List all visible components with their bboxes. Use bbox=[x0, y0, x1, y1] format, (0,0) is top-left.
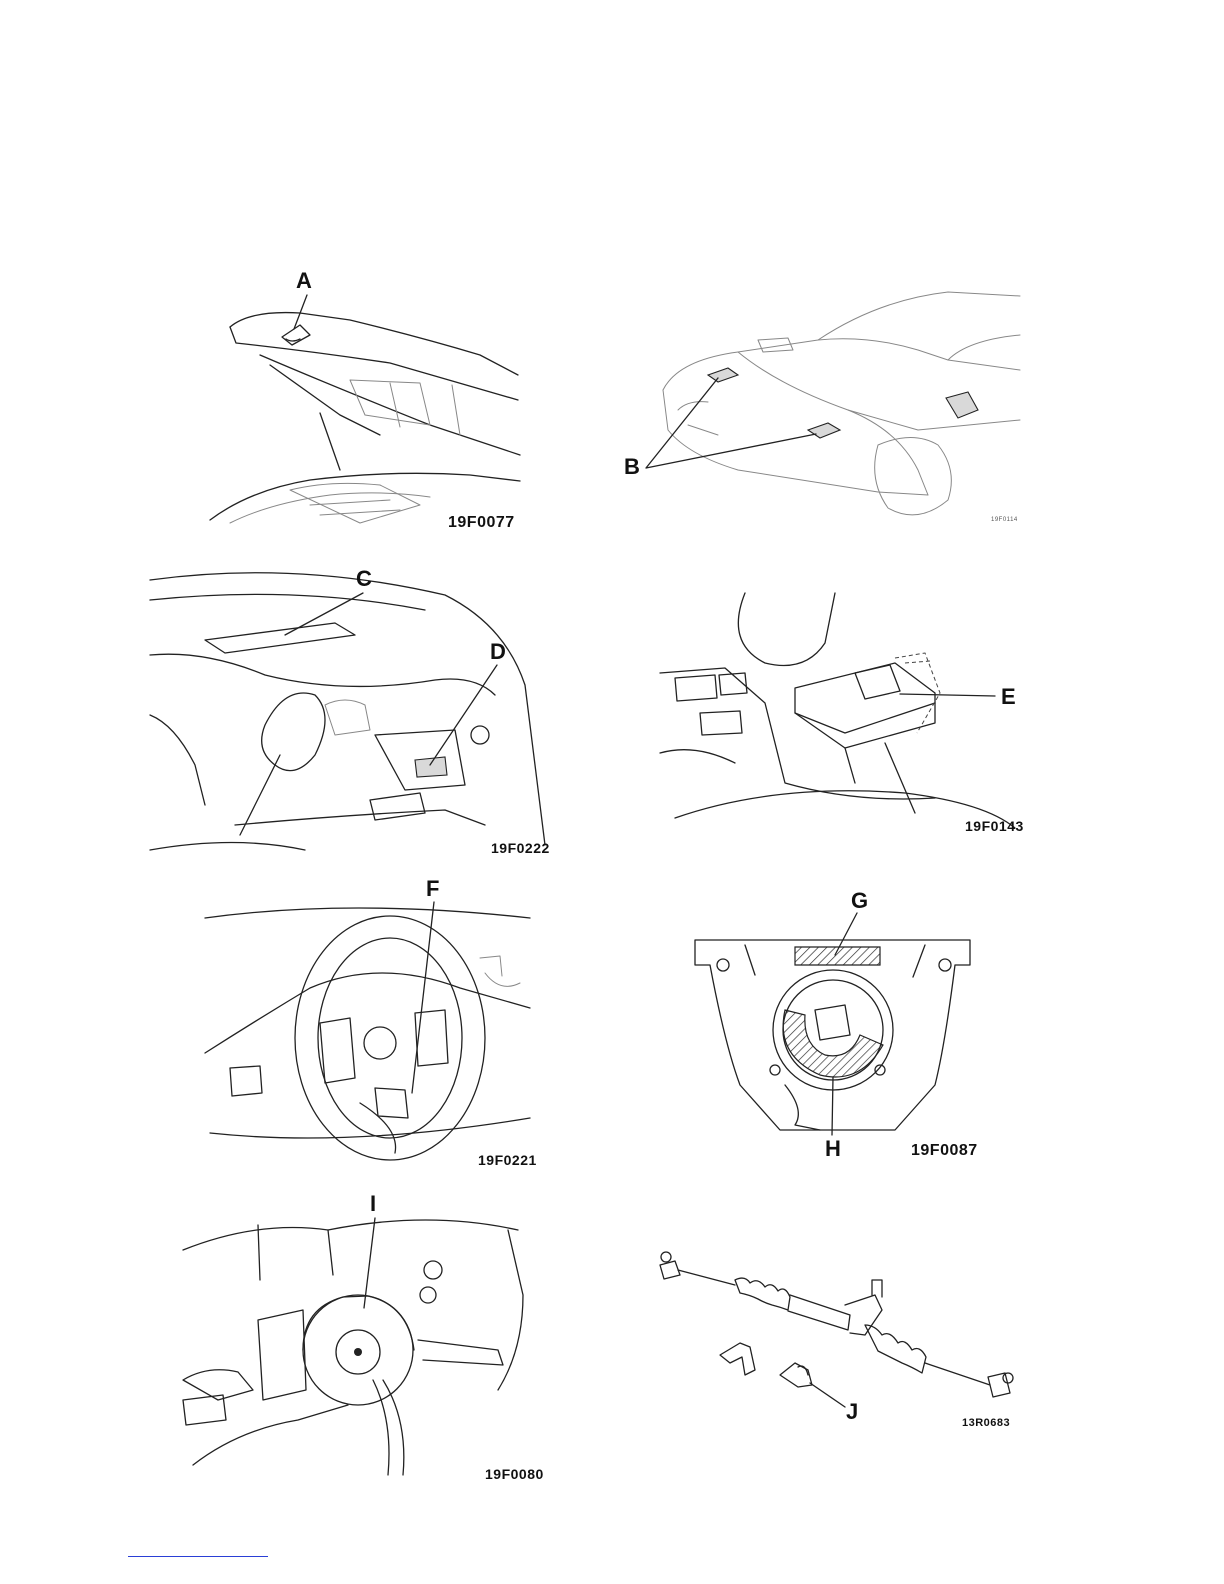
callout-leaders-cd bbox=[145, 565, 550, 855]
footer-link-line[interactable] bbox=[128, 1556, 268, 1557]
callout-leader-i bbox=[178, 1190, 546, 1480]
figure-dashboard: C D 19F0222 bbox=[145, 565, 550, 855]
callout-leader-f bbox=[200, 878, 545, 1170]
figure-code-j: 13R0683 bbox=[962, 1418, 1010, 1429]
figure-steering-rack: J 13R0683 bbox=[650, 1235, 1025, 1435]
callout-leader-e bbox=[655, 583, 1025, 833]
figure-code-gh: 19F0087 bbox=[911, 1143, 978, 1159]
figure-steering-wheel: F 19F0221 bbox=[200, 878, 545, 1170]
callout-leader-a bbox=[190, 265, 530, 535]
callout-leaders-b bbox=[618, 280, 1028, 530]
figure-code-e: 19F0143 bbox=[965, 819, 1024, 833]
figure-car-latches: B 19F0114 bbox=[618, 280, 1028, 530]
figure-code-i: 19F0080 bbox=[485, 1467, 544, 1480]
figure-hood-latch: A 19F0077 bbox=[190, 265, 530, 535]
figure-code-f: 19F0221 bbox=[478, 1153, 537, 1167]
figure-code-a: 19F0077 bbox=[448, 515, 515, 531]
figure-clock-spring: I 19F0080 bbox=[178, 1190, 546, 1480]
figure-code-b: 19F0114 bbox=[991, 517, 1018, 523]
callout-leaders-gh bbox=[685, 885, 985, 1165]
figure-airbag-module: G H 19F0087 bbox=[685, 885, 985, 1165]
figure-control-unit: E 19F0143 bbox=[655, 583, 1025, 833]
callout-leader-j bbox=[650, 1235, 1025, 1435]
figure-code-cd: 19F0222 bbox=[491, 841, 550, 855]
